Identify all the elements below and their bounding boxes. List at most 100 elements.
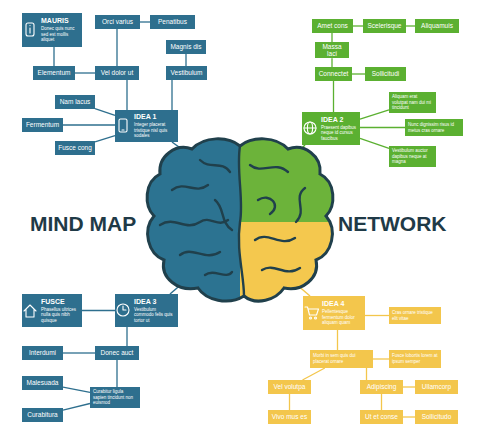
branch-line bbox=[63, 124, 115, 125]
box-label: Scelerisque bbox=[368, 22, 402, 29]
branch-line bbox=[289, 394, 290, 410]
brain-fold bbox=[172, 185, 208, 190]
box-label: Sollicitudi bbox=[372, 70, 399, 77]
branch-line bbox=[381, 394, 382, 410]
idea-box: IDEA 2Praesent dapibus neque id cursus f… bbox=[302, 112, 360, 145]
brain-fold bbox=[258, 198, 275, 214]
brain-fill bbox=[140, 130, 340, 312]
branch-line bbox=[360, 110, 389, 119]
box-label: Malesuada bbox=[27, 379, 59, 386]
topic-box: Malesuada bbox=[22, 376, 63, 390]
branch-line bbox=[95, 109, 115, 116]
box-label: Vel dolor ut bbox=[101, 69, 134, 76]
topic-box: Donec auct bbox=[95, 346, 139, 360]
branch-line bbox=[331, 33, 332, 42]
branch-line bbox=[360, 127, 405, 128]
title-word: MIND MAP bbox=[30, 213, 136, 234]
brain-divide bbox=[239, 146, 244, 296]
brain-fold bbox=[180, 252, 220, 256]
branch-line bbox=[331, 58, 332, 67]
brain-fold bbox=[200, 160, 230, 172]
box-heading: IDEA 2 bbox=[321, 116, 357, 124]
branch-line bbox=[353, 25, 363, 26]
branch-line bbox=[126, 80, 127, 110]
topic-box: Ut et conse bbox=[360, 410, 403, 424]
brain-fold bbox=[296, 188, 305, 222]
box-heading: MAURIS bbox=[41, 17, 79, 25]
box-body: Curabitur ligula sapien tincidunt non eu… bbox=[93, 389, 137, 406]
branch-line bbox=[366, 368, 367, 380]
branch-line bbox=[403, 416, 415, 417]
box-body: Integer placerat tristique nisl quis sod… bbox=[134, 122, 175, 139]
box-body: Nunc dignissim risus id metus cras ornar… bbox=[408, 122, 460, 133]
box-label: Ut et conse bbox=[365, 413, 398, 420]
topic-box: Penatibus bbox=[150, 15, 195, 29]
title-word: NETWORK bbox=[338, 213, 447, 234]
box-label: Sollicitudo bbox=[422, 413, 452, 420]
box-body: Fusce lobortis lorem at ipsum semper bbox=[392, 353, 438, 364]
brain-left bbox=[140, 130, 240, 310]
idea-box: MAURISDonec quis nunc sed est mollis ali… bbox=[22, 13, 82, 47]
topic-box: Scelerisque bbox=[363, 19, 406, 33]
box-label: Curabitura bbox=[27, 411, 57, 418]
branch-line bbox=[185, 54, 186, 66]
topic-box: Vivo mus es bbox=[268, 410, 311, 424]
topic-box: Amet cons bbox=[312, 19, 353, 33]
branch-line bbox=[373, 358, 389, 359]
topic-box: Vel volutpa bbox=[268, 380, 311, 394]
box-label: Nam lacus bbox=[60, 98, 91, 105]
topic-box: Fusce cong bbox=[55, 141, 95, 155]
box-heading: IDEA 1 bbox=[134, 113, 175, 121]
branch-line bbox=[403, 386, 415, 387]
topic-box: Orci varius bbox=[95, 15, 140, 29]
branch-line bbox=[406, 25, 415, 26]
topic-box: Sollicitudo bbox=[415, 410, 458, 424]
topic-box: Sollicitudi bbox=[365, 67, 406, 81]
branch-line bbox=[337, 330, 338, 350]
box-label: Massa laci bbox=[317, 43, 347, 57]
box-label: Fermentum bbox=[26, 121, 59, 128]
branch-line bbox=[63, 403, 90, 410]
branch-line bbox=[63, 352, 95, 353]
box-label: Amet cons bbox=[317, 22, 348, 29]
box-body: Aliquam erat volutpat nam dui mi tincidu… bbox=[392, 94, 433, 111]
box-label: Adipiscing bbox=[367, 383, 397, 390]
topic-box: Adipiscing bbox=[360, 380, 403, 394]
brain-fold bbox=[255, 237, 295, 241]
branch-line bbox=[63, 387, 90, 392]
topic-box: Curabitura bbox=[22, 408, 63, 422]
branch-line bbox=[95, 136, 115, 142]
box-body: Cras ornare tristique elit vitae bbox=[392, 310, 438, 321]
branch-line bbox=[333, 81, 334, 112]
topic-box: Aliquamuis bbox=[415, 19, 459, 33]
branch-line bbox=[75, 72, 95, 73]
topic-box: Massa laci bbox=[315, 42, 349, 58]
box-heading: IDEA 3 bbox=[134, 298, 175, 306]
box-heading: IDEA 4 bbox=[322, 300, 362, 308]
brain-fold bbox=[160, 220, 228, 225]
box-body: Morbi in sem quis dui placerat ornare bbox=[313, 353, 370, 364]
branch-line bbox=[126, 327, 127, 346]
brain-fold bbox=[262, 268, 300, 272]
branch-line bbox=[303, 368, 325, 380]
box-label: Vel volutpa bbox=[274, 383, 306, 390]
topic-box: Vestibulum bbox=[166, 66, 207, 80]
branch-line bbox=[116, 29, 117, 66]
note-box: Curabitur ligula sapien tincidunt non eu… bbox=[90, 387, 140, 408]
topic-box: Connectet bbox=[315, 67, 352, 81]
branch-line bbox=[352, 73, 365, 74]
topic-box: Vel dolor ut bbox=[95, 66, 139, 80]
box-label: Vivo mus es bbox=[272, 413, 307, 420]
box-body: Vestibulum commodo felis quis tortor ut bbox=[134, 307, 175, 324]
note-box: Morbi in sem quis dui placerat ornare bbox=[310, 350, 373, 368]
topic-box: Nam lacus bbox=[55, 95, 95, 109]
note-box: Aliquam erat volutpat nam dui mi tincidu… bbox=[389, 92, 436, 113]
topic-box: Ullamcorp bbox=[415, 380, 458, 394]
branch-line bbox=[365, 315, 389, 316]
note-box: Fusce lobortis lorem at ipsum semper bbox=[389, 350, 441, 368]
box-label: Aliquamuis bbox=[421, 22, 453, 29]
note-box: Nunc dignissim risus id metus cras ornar… bbox=[405, 119, 463, 136]
idea-box: IDEA 4Pellentesque fermentum dolor aliqu… bbox=[303, 296, 365, 330]
box-body: Phasellus ultrices nulla quis nibh quisq… bbox=[41, 307, 79, 324]
branch-line bbox=[360, 138, 389, 148]
